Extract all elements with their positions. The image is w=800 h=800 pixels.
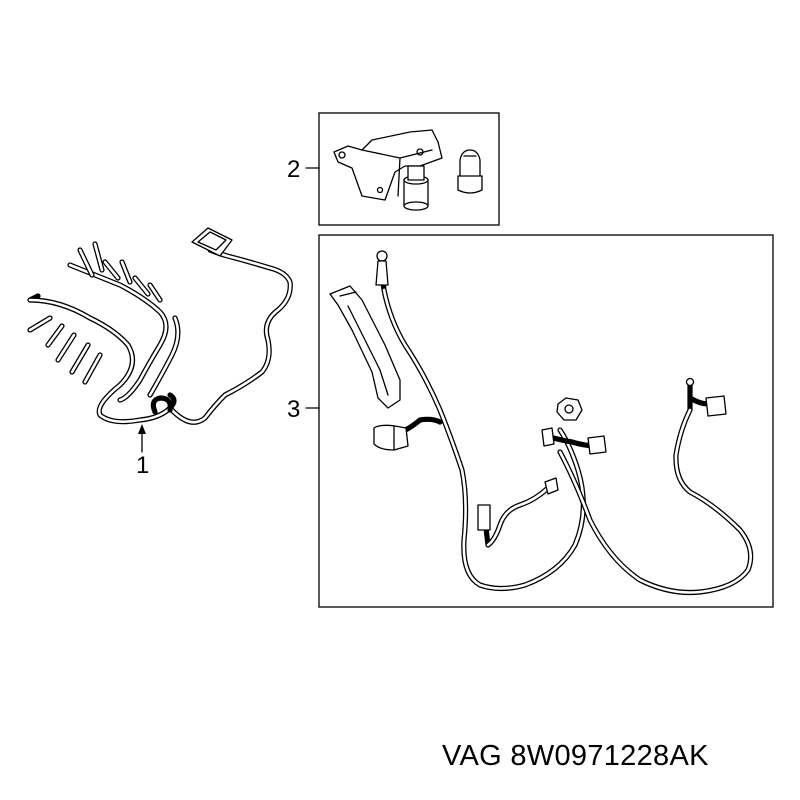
leader-arrow-1: [138, 424, 146, 453]
part-2-frame: [318, 112, 500, 226]
callout-label-1[interactable]: 1: [136, 452, 149, 479]
wiring-harness-part-1[interactable]: [27, 227, 293, 425]
part-number-value: 8W0971228AK: [510, 740, 709, 772]
callout-label-2[interactable]: 2: [287, 156, 300, 183]
bracket-sensor-part-2[interactable]: [333, 129, 483, 211]
cable-set-part-3[interactable]: [329, 250, 754, 596]
brand-label: VAG: [442, 740, 502, 772]
part-3-frame: [318, 234, 774, 608]
callout-label-3[interactable]: 3: [287, 396, 300, 423]
part-number-label: VAG 8W0971228AK: [442, 740, 762, 773]
